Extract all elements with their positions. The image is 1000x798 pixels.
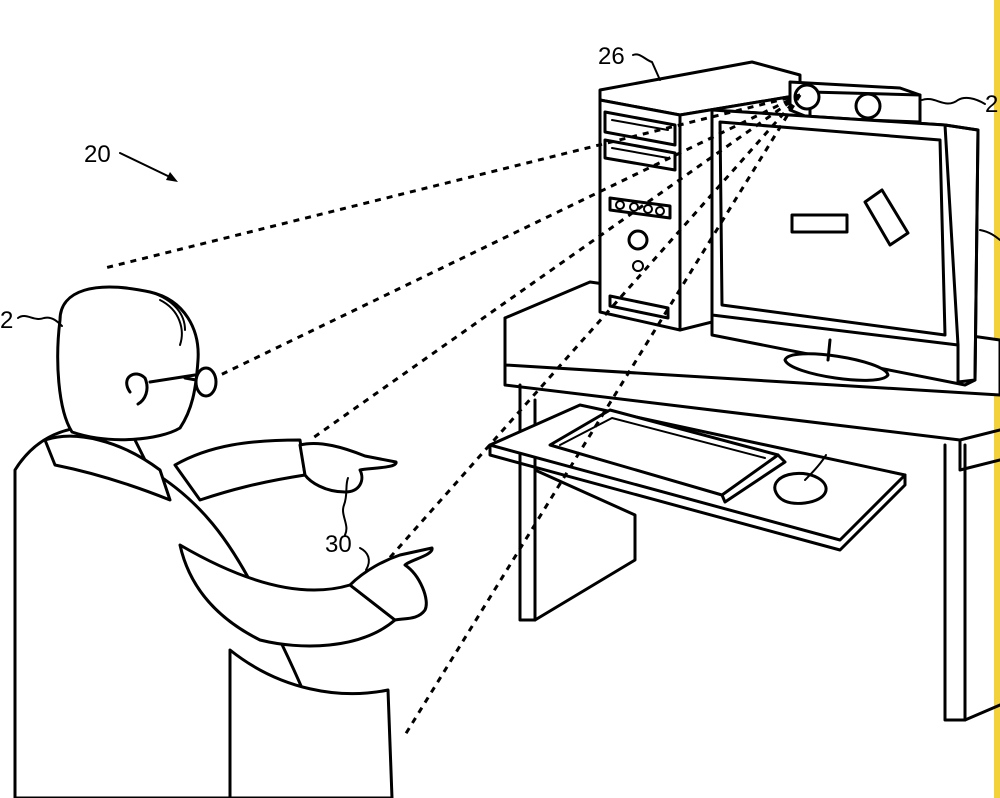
keyboard (548, 408, 787, 504)
screen-object-rect (790, 213, 849, 234)
mouse (773, 454, 828, 505)
screen-object-tilted (863, 188, 910, 247)
ref-label-computer: 26 (598, 43, 625, 70)
page-border-strip (994, 0, 1000, 798)
ref-label-sensor: 2 (985, 91, 998, 118)
ref-label-user: 2 (0, 307, 13, 334)
sensor-rays (104, 93, 802, 736)
user-left-arm (178, 543, 397, 648)
user-glasses (148, 366, 218, 398)
user-head (56, 285, 200, 442)
monitor-stand (783, 352, 890, 382)
sensor-projector (854, 92, 882, 120)
user-right-arm (173, 438, 307, 502)
monitor (710, 108, 980, 387)
reference-leaders (17, 53, 1000, 571)
ref-label-hand: 30 (325, 531, 352, 558)
user-figure (13, 285, 434, 798)
user-left-hand (348, 546, 434, 622)
user-right-hand (298, 441, 398, 494)
ref-label-system: 20 (84, 141, 111, 168)
